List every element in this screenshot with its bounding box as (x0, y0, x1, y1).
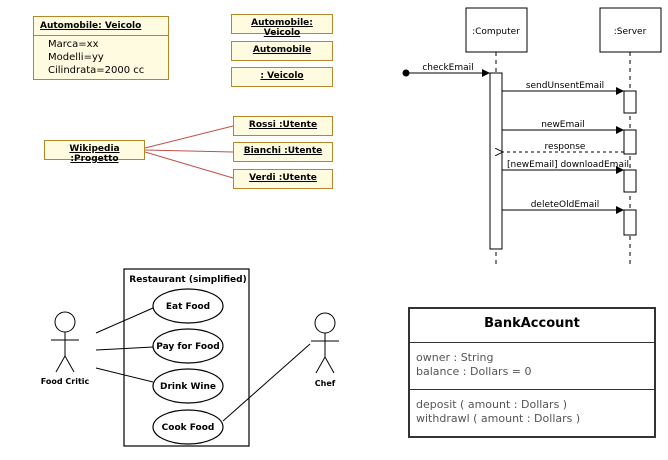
project-object-box: Wikipedia :Progetto (44, 140, 145, 164)
actor-food-critic-figure (51, 311, 79, 373)
project-object-label: Wikipedia :Progetto (69, 144, 120, 164)
instance-label: Automobile: Veicolo (251, 18, 313, 38)
found-message-label: checkEmail (422, 63, 473, 73)
use-case-cook-food (152, 409, 224, 445)
instance-automobile: Automobile (231, 41, 333, 61)
veicolo-attribute-marca: Marca=xx (48, 39, 99, 50)
veicolo-object-title: Automobile: Veicolo (40, 21, 142, 31)
use-case-drink-wine (152, 368, 224, 404)
lifeline-label-computer: :Computer (472, 27, 520, 37)
class-divider-operations (410, 389, 654, 390)
veicolo-attribute-cilindrata: Cilindrata=2000 cc (48, 65, 145, 76)
instance-label: : Veicolo (260, 71, 304, 81)
user-label: Verdi :Utente (249, 173, 317, 183)
class-operation-withdrawl: withdrawl ( amount : Dollars ) (416, 412, 581, 425)
instance-automobile-veicolo: Automobile: Veicolo (231, 14, 333, 38)
activation-server-4 (623, 209, 637, 236)
association-critic-pay (95, 346, 154, 351)
instance-veicolo: : Veicolo (231, 67, 333, 87)
class-name: BankAccount (484, 316, 580, 331)
message-label-newEmail: newEmail (541, 120, 585, 130)
message-label-deleteOldEmail: deleteOldEmail (531, 200, 600, 210)
veicolo-object-box: Automobile: Veicolo Marca=xx Modelli=yy … (33, 16, 169, 80)
veicolo-object-divider (34, 35, 168, 36)
use-case-pay-for-food (152, 328, 224, 364)
class-box-bankaccount: BankAccount owner : String balance : Dol… (408, 307, 656, 438)
veicolo-attribute-modelli: Modelli=yy (48, 52, 104, 63)
use-case-label: Eat Food (166, 302, 210, 312)
use-case-label: Cook Food (162, 423, 215, 433)
message-label-sendUnsentEmail: sendUnsentEmail (526, 81, 604, 91)
user-verdi-box: Verdi :Utente (233, 169, 333, 189)
user-bianchi-box: Bianchi :Utente (233, 142, 333, 162)
activation-server-1 (623, 90, 637, 114)
lifeline-label-server: :Server (614, 27, 647, 37)
link-verdi (144, 151, 234, 179)
message-label-response: response (545, 142, 586, 152)
system-boundary-title: Restaurant (simplified) (129, 275, 246, 285)
activation-server-2 (623, 129, 637, 155)
instance-label: Automobile (252, 45, 312, 55)
use-case-label: Drink Wine (160, 382, 216, 392)
actor-label-food-critic: Food Critic (41, 377, 90, 386)
link-rossi (144, 125, 234, 149)
actor-label-chef: Chef (315, 379, 336, 388)
use-case-label: Pay for Food (156, 342, 219, 352)
actor-chef-figure (311, 312, 339, 374)
class-attribute-owner: owner : String (416, 351, 494, 364)
message-label-downloadEmail: [newEmail] downloadEmail (507, 160, 629, 170)
link-bianchi (144, 149, 234, 153)
class-divider-attributes (410, 342, 654, 343)
activation-server-3 (623, 169, 637, 193)
user-rossi-box: Rossi :Utente (233, 116, 333, 136)
user-label: Bianchi :Utente (243, 146, 323, 156)
association-critic-eat (95, 307, 154, 334)
association-critic-wine (95, 367, 154, 383)
association-chef-cook (222, 343, 311, 422)
class-operation-deposit: deposit ( amount : Dollars ) (416, 398, 568, 411)
lifeline-head-server (599, 7, 662, 53)
lifeline-head-computer (465, 7, 528, 53)
use-case-eat-food (152, 288, 224, 324)
activation-computer (489, 72, 503, 250)
user-label: Rossi :Utente (248, 120, 318, 130)
class-attribute-balance: balance : Dollars = 0 (416, 365, 532, 378)
